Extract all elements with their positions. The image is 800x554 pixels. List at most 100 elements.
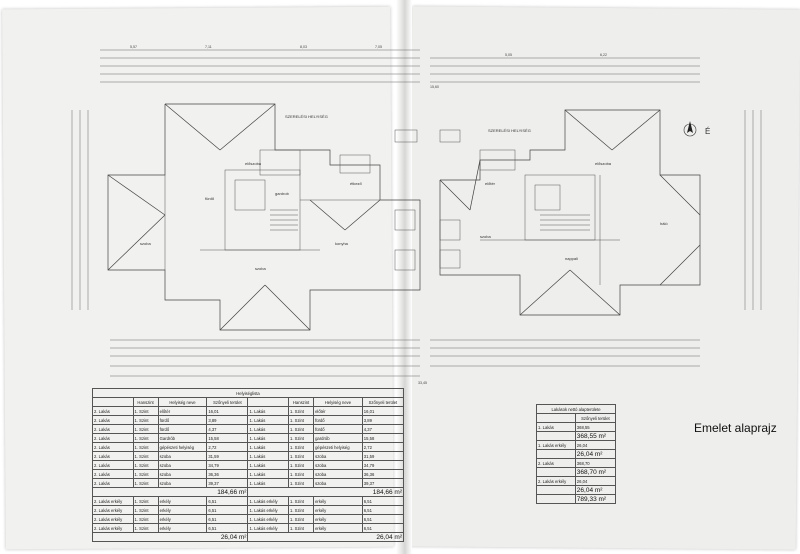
table-cell: Gardrób	[157, 433, 208, 443]
table-cell: erkély	[313, 523, 363, 533]
table-cell: 26,04 m²	[574, 449, 617, 459]
table-cell: 2. Lakás	[92, 433, 134, 443]
table-cell: 368,55	[574, 422, 617, 432]
room-label: konyha	[335, 241, 349, 246]
table-cell: 6,51	[206, 514, 249, 524]
room-label: szoba	[255, 266, 266, 271]
top-dimension-2: 7,11	[205, 45, 212, 49]
table-row: 368,70 m²	[536, 467, 617, 477]
room-label: szoba	[140, 241, 151, 246]
table-cell: 3,89	[361, 415, 405, 425]
table-cell: 1. Lakás erkély	[247, 523, 289, 533]
table-cell: 368,70 m²	[574, 467, 617, 477]
table-cell: előtér	[313, 406, 363, 416]
table-cell: 368,55 m²	[574, 431, 617, 441]
table-cell: erkély	[313, 496, 363, 506]
table-cell: 1. Lakás	[247, 433, 289, 443]
table-cell	[536, 449, 576, 459]
table-cell: erkély	[157, 523, 208, 533]
sum-right: 184,66 m²	[247, 487, 404, 497]
table-cell: 2. Lakás	[536, 458, 576, 468]
table-cell: 1. Szint	[132, 433, 159, 443]
table-cell: erkély	[157, 505, 208, 515]
total-dimension: 33,45	[418, 381, 427, 385]
table-cell: 1. Lakás	[247, 415, 289, 425]
table-cell: 2. Lakás	[92, 415, 134, 425]
table-cell: 1. Szint	[132, 451, 159, 461]
table-cell: 15,58	[206, 433, 249, 443]
table-cell: 1. Szint	[287, 514, 315, 524]
table-cell	[536, 485, 576, 495]
table-cell: 1. Szint	[132, 514, 159, 524]
column-header	[536, 413, 576, 423]
table-cell: 2. Lakás	[92, 460, 134, 470]
table-cell: gépészeti helyiség	[157, 442, 208, 452]
north-label: É	[705, 127, 710, 136]
table-cell: 1. Szint	[132, 478, 159, 488]
table-cell: 1. Szint	[132, 406, 159, 416]
table-cell: 1. Szint	[287, 496, 315, 506]
table-cell: 1. Lakás erkély	[247, 514, 289, 524]
table-cell: 31,59	[361, 451, 405, 461]
table-cell: szoba	[157, 469, 208, 479]
column-header: Szőnyeli terület	[574, 413, 617, 423]
table-cell: 789,33 m²	[574, 494, 617, 504]
table-row: 368,55 m²	[536, 431, 617, 441]
table-cell: 1. Szint	[287, 442, 315, 452]
room-label: nappali	[565, 256, 578, 261]
room-label: előtér	[485, 181, 496, 186]
table-cell: fürdő	[157, 424, 208, 434]
column-header: Hanszint	[287, 397, 315, 407]
table-cell: 1. Szint	[287, 406, 315, 416]
table-cell: 6,51	[361, 523, 405, 533]
room-label: fürdő	[205, 196, 215, 201]
table-cell: gépészeti helyiség	[313, 442, 363, 452]
table-cell: 1. Szint	[287, 460, 315, 470]
table-cell: 1. Szint	[132, 469, 159, 479]
table-row: 789,33 m²	[536, 494, 617, 504]
table-cell: 1. Lakás erkély	[247, 505, 289, 515]
table-cell: 2,72	[206, 442, 249, 452]
terrace-sum-right: 26,04 m²	[247, 532, 404, 542]
table-cell: 2. Lakás	[92, 451, 134, 461]
net-area-table: Lakások nettó alapterülete Szőnyeli terü…	[536, 404, 617, 504]
table-cell: 1. Lakás erkély	[536, 440, 576, 450]
table-cell: 1. Lakás	[247, 460, 289, 470]
page-caption: Emelet alaprajz	[694, 421, 777, 435]
table-cell: szoba	[313, 469, 363, 479]
table-cell: 34,79	[206, 460, 249, 470]
table-cell: 1. Szint	[287, 433, 315, 443]
table-cell: 2. Lakás erkély	[92, 496, 134, 506]
top-dimension-7: 15,60	[430, 85, 439, 89]
table-cell: 1. Lakás erkély	[247, 496, 289, 506]
column-header: Helyiség neve	[313, 397, 363, 407]
top-dimension-5: 5,05	[505, 53, 512, 57]
table-cell: 6,51	[206, 523, 249, 533]
table-cell: 1. Szint	[132, 460, 159, 470]
table-cell: fürdő	[313, 424, 363, 434]
table-cell: szoba	[313, 478, 363, 488]
north-arrow-icon	[683, 121, 697, 137]
room-label: háló	[660, 221, 668, 226]
table-cell: szoba	[157, 460, 208, 470]
table-cell: 368,70	[574, 458, 617, 468]
table-cell: 1. Lakás	[247, 469, 289, 479]
table-cell: szoba	[157, 478, 208, 488]
table-cell: 36,36	[206, 469, 249, 479]
table-cell: 1. Szint	[287, 451, 315, 461]
table-cell: erkély	[313, 514, 363, 524]
column-header: Hanszint	[132, 397, 159, 407]
column-header: Szőnyeli terület	[206, 397, 249, 407]
table-cell: 1. Szint	[132, 496, 159, 506]
